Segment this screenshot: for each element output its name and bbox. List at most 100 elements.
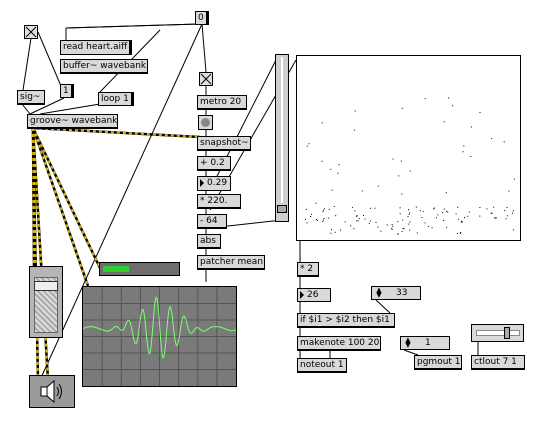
number-box-26[interactable]: 26 [297, 288, 331, 302]
plot-dot [403, 228, 405, 230]
gain-slider[interactable] [29, 266, 63, 338]
x-toggle-icon [200, 73, 212, 85]
one-message[interactable]: 1 [60, 84, 74, 98]
plot-dot [322, 221, 324, 222]
plot-dot [391, 224, 393, 226]
metro-object[interactable]: metro 20 [197, 95, 247, 110]
plot-dot [409, 229, 411, 231]
sig-object[interactable]: sig~ [17, 90, 45, 105]
plot-dot [340, 229, 342, 231]
plot-dot [467, 215, 469, 217]
plot-dot [328, 208, 330, 210]
plot-dot [330, 168, 332, 170]
plot-dot [457, 206, 459, 208]
plot-dot [338, 164, 340, 166]
plot-dot [460, 232, 462, 233]
plot-dot [323, 218, 325, 220]
plot-dot [506, 215, 508, 217]
read-message[interactable]: read heart.aiff [60, 40, 132, 55]
dac-button[interactable] [29, 375, 75, 408]
plot-dot [424, 98, 426, 100]
plot-points [305, 97, 515, 235]
minus-object[interactable]: - 64 [197, 214, 227, 229]
plot-dot [443, 121, 445, 123]
plot-dot [375, 221, 377, 223]
zero-message[interactable]: 0 [195, 11, 209, 25]
times-object[interactable]: * 220. [197, 194, 241, 209]
plot-dot [335, 215, 337, 217]
plot-dot [322, 219, 324, 221]
speaker-icon [40, 379, 62, 404]
plot-dot [354, 110, 356, 112]
plot-dot [457, 233, 458, 234]
noteout-object[interactable]: noteout 1 [297, 358, 347, 373]
plot-dot [506, 207, 508, 208]
toggle-metro[interactable] [199, 72, 213, 86]
slider-knob[interactable] [277, 205, 287, 213]
plot-dot [445, 192, 447, 194]
plot-dot [308, 143, 310, 145]
note-plot[interactable] [296, 55, 521, 241]
plot-dot [470, 156, 472, 157]
horizontal-slider[interactable] [471, 324, 524, 342]
number-box-1[interactable]: ▲▼1 [400, 336, 450, 350]
plot-dot [460, 221, 462, 223]
plot-dot [443, 220, 445, 221]
plot-dot [377, 185, 379, 187]
plot-dot [443, 208, 445, 210]
slider-knob[interactable] [504, 327, 510, 339]
gain-knob[interactable] [34, 281, 58, 291]
patcher-object[interactable]: patcher mean [197, 255, 265, 270]
plot-dot [408, 223, 410, 225]
number-box-33[interactable]: ▲▼33 [371, 286, 421, 300]
plot-dot [331, 229, 332, 231]
plot-dot [368, 222, 370, 224]
plot-dot [321, 122, 323, 124]
plot-dot [357, 220, 359, 222]
plot-dot [364, 218, 366, 220]
loop-message[interactable]: loop 1 [98, 92, 134, 106]
plot-dot [463, 145, 465, 147]
snapshot-object[interactable]: snapshot~ [197, 136, 251, 151]
plot-dot [494, 217, 495, 219]
plot-dot [495, 217, 497, 219]
pgmout-object[interactable]: pgmout 1 [414, 355, 462, 370]
plot-dot [504, 210, 506, 211]
plot-dot [455, 213, 457, 215]
vertical-slider[interactable] [275, 54, 289, 222]
plot-dot [380, 230, 382, 232]
plot-dot [311, 213, 313, 215]
plot-dot [457, 218, 459, 220]
plot-dot [351, 206, 353, 208]
number-box-float[interactable]: 0.29 [197, 176, 231, 191]
bang-button[interactable] [198, 115, 213, 130]
groove-object[interactable]: groove~ wavebank [27, 114, 118, 129]
plot-dot [422, 210, 424, 212]
plot-dot [448, 97, 450, 99]
plus-object[interactable]: + 0.2 [197, 156, 231, 171]
plot-dot [491, 138, 493, 140]
plot-dot [391, 227, 393, 229]
plot-dot [491, 212, 493, 214]
plot-dot [350, 225, 352, 227]
makenote-object[interactable]: makenote 100 20 [297, 336, 381, 351]
if-object[interactable]: if $i1 > $i2 then $i1 [297, 313, 395, 328]
ctlout-object[interactable]: ctlout 7 1 [471, 355, 525, 370]
plot-dot [452, 105, 454, 107]
plot-dot [459, 232, 461, 234]
plot-dot [374, 207, 376, 209]
plot-dot [421, 217, 423, 218]
buffer-object[interactable]: buffer~ wavebank [60, 59, 148, 74]
plot-dot [409, 221, 411, 223]
plot-dot [513, 178, 515, 180]
toggle-left[interactable] [24, 25, 38, 39]
number-value: 1 [425, 338, 431, 348]
plot-dot [508, 190, 510, 192]
abs-object[interactable]: abs [197, 234, 221, 249]
times2-object[interactable]: * 2 [297, 262, 319, 277]
plot-dot [446, 226, 448, 228]
plot-dot [433, 208, 435, 210]
plot-dot [464, 217, 465, 219]
plot-dot [400, 160, 402, 162]
plot-dot [361, 190, 363, 192]
